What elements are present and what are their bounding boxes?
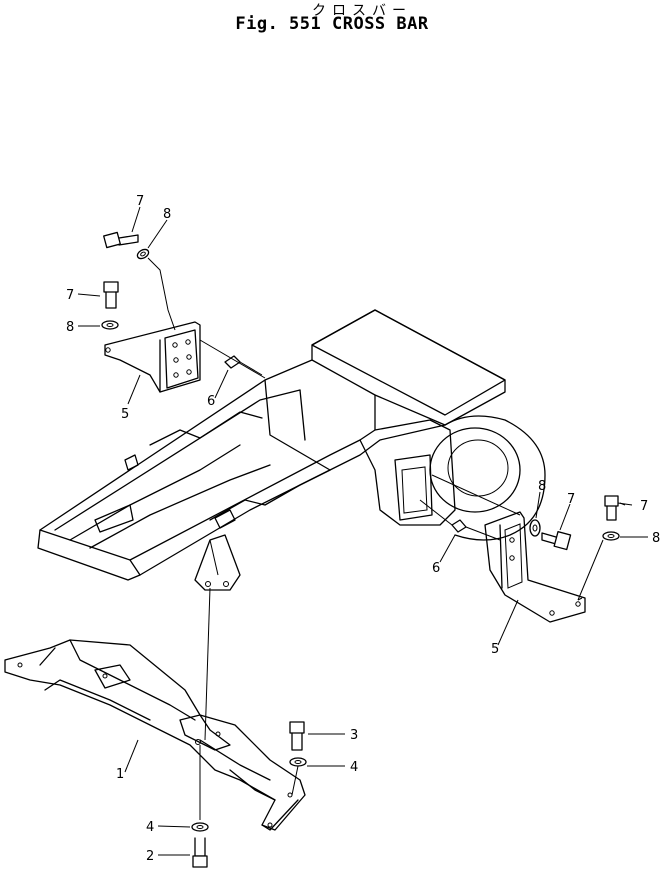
callout-2: 2 xyxy=(146,849,154,864)
bracket-right xyxy=(484,511,586,623)
callout-5: 5 xyxy=(121,407,129,422)
washer-icon xyxy=(136,248,150,260)
callout-8: 8 xyxy=(538,479,546,494)
washer-icon xyxy=(529,519,541,537)
bolt-icon xyxy=(289,721,305,751)
callout-7: 7 xyxy=(640,499,648,514)
washer-icon xyxy=(289,757,307,767)
cross-bar xyxy=(4,639,306,831)
figure-title: Fig. 551 CROSS BAR xyxy=(235,14,429,34)
callout-5: 5 xyxy=(491,642,499,657)
callout-3: 3 xyxy=(350,728,358,743)
callout-7: 7 xyxy=(66,288,74,303)
main-frame xyxy=(37,309,546,591)
callout-4: 4 xyxy=(350,760,358,775)
bolt-icon xyxy=(103,231,139,249)
callout-1: 1 xyxy=(116,767,124,782)
callout-7: 7 xyxy=(136,194,144,209)
washer-icon xyxy=(101,320,119,330)
callout-8: 8 xyxy=(163,207,171,222)
pin-icon xyxy=(451,519,467,533)
callout-7: 7 xyxy=(567,492,575,507)
bracket-left xyxy=(104,321,201,393)
figure-title-japanese: クロスバー xyxy=(312,3,412,19)
leader-lines xyxy=(77,206,648,856)
callout-8: 8 xyxy=(66,320,74,335)
callout-6: 6 xyxy=(207,394,215,409)
washer-icon xyxy=(602,531,620,541)
bolt-icon xyxy=(192,837,208,868)
bolt-icon xyxy=(604,495,619,521)
washer-icon xyxy=(191,822,209,832)
callout-4: 4 xyxy=(146,820,154,835)
callout-8: 8 xyxy=(652,531,660,546)
bolt-icon xyxy=(103,281,119,309)
bolt-icon xyxy=(541,531,572,551)
callout-6: 6 xyxy=(432,561,440,576)
assembly-lines xyxy=(147,257,604,820)
